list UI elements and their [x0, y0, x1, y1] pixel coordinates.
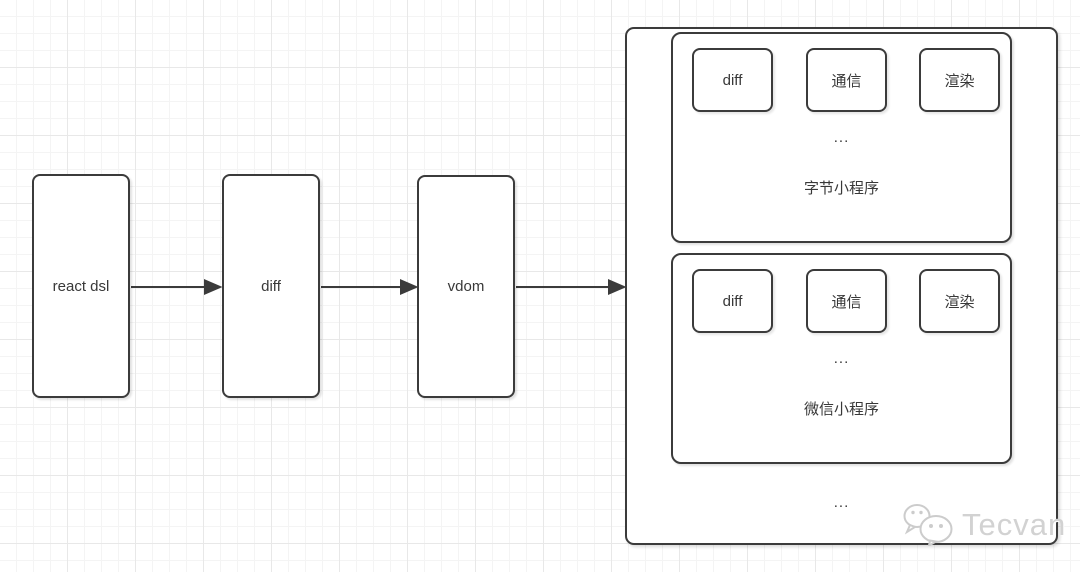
module-box-diff: diff	[692, 48, 773, 112]
group-label: 字节小程序	[803, 180, 879, 197]
module-label: diff	[722, 292, 743, 310]
group-bytedance-miniprogram: diff 通信 渲染 ... 字节小程序	[671, 32, 1012, 243]
module-box-render: 渲染	[919, 269, 1000, 333]
group-label: 微信小程序	[803, 401, 879, 418]
module-box-diff: diff	[692, 269, 773, 333]
watermark: Tecvan	[901, 503, 1066, 546]
module-label: 渲染	[944, 72, 975, 90]
module-box-render: 渲染	[919, 48, 1000, 112]
module-label: 通信	[831, 293, 862, 311]
flow-box-label: diff	[261, 277, 281, 295]
arrow-diff-to-vdom	[321, 278, 419, 296]
module-box-communication: 通信	[806, 269, 887, 333]
module-label: 通信	[831, 72, 862, 90]
flow-box-label: vdom	[447, 278, 485, 295]
module-label: diff	[722, 71, 743, 89]
module-box-communication: 通信	[806, 48, 887, 112]
group-ellipsis: ...	[833, 129, 850, 146]
arrow-react-dsl-to-diff	[131, 278, 223, 296]
flow-box-label: react dsl	[52, 277, 110, 295]
flow-box-diff: diff	[222, 174, 320, 398]
container-ellipsis: ...	[833, 494, 850, 511]
group-wechat-miniprogram: diff 通信 渲染 ... 微信小程序	[671, 253, 1012, 464]
watermark-brand: Tecvan	[962, 506, 1067, 542]
arrow-vdom-to-platforms	[516, 278, 627, 296]
flow-box-vdom: vdom	[417, 175, 515, 398]
module-label: 渲染	[944, 293, 975, 311]
group-ellipsis: ...	[833, 350, 850, 367]
platforms-container: diff 通信 渲染 ... 字节小程序 diff 通信 渲染 ... 微信小程…	[625, 27, 1058, 545]
wechat-icon	[903, 504, 953, 546]
flow-box-react-dsl: react dsl	[32, 174, 130, 398]
